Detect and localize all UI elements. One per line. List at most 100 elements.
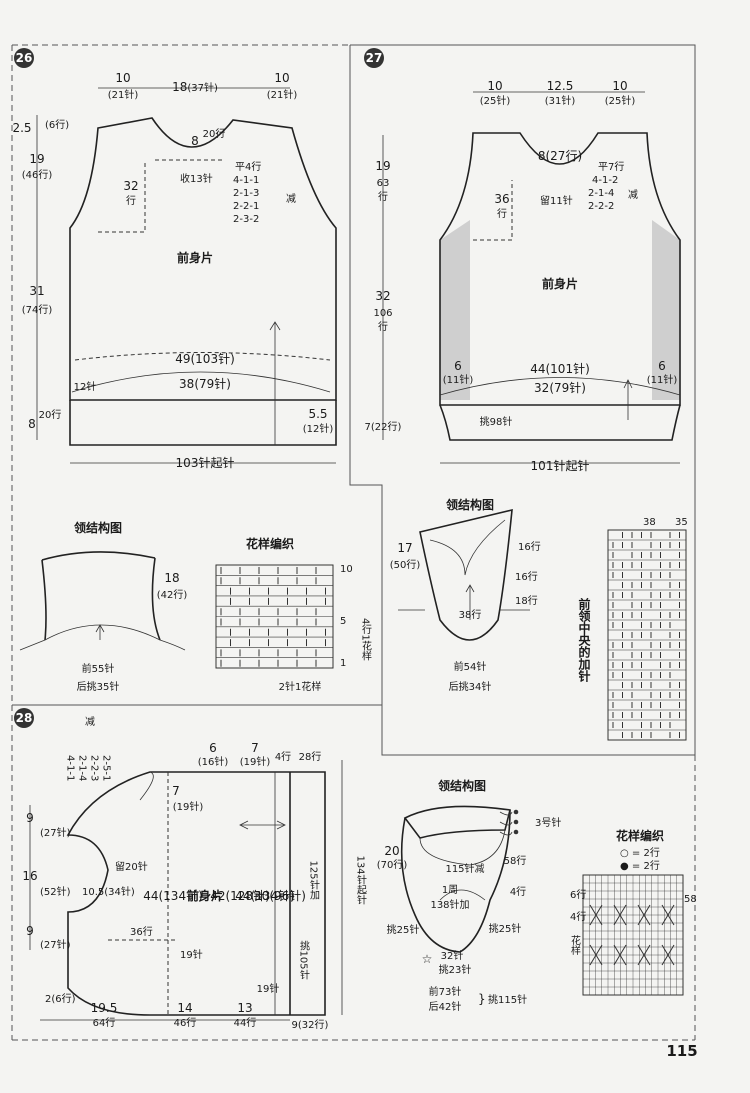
pattern-26-stitch-chart: 花样编织 10 5 1 4行1花样 2针1花样	[215, 536, 372, 693]
left-a-st: (27针)	[40, 826, 71, 839]
pattern-26-collar: 领结构图 18 (42行) 前55针 后挑35针	[19, 520, 188, 693]
height-44b: 44(134针)	[235, 888, 295, 903]
dim-left-c-st: (74行)	[22, 303, 53, 316]
top-7-st: (19针)	[240, 755, 271, 768]
dim-left-c: 31	[29, 284, 44, 298]
dim-top-center-st: (31针)	[545, 94, 576, 107]
left-c: 9	[26, 924, 34, 938]
svg-text:2-3-2: 2-3-2	[233, 214, 259, 225]
pick-105: 挑105针	[298, 939, 310, 980]
width-38: 38(79针)	[179, 376, 231, 391]
chart-row-10: 10	[340, 564, 353, 575]
collar-back: 后挑35针	[77, 680, 120, 693]
bottom-d: 9(32行)	[292, 1018, 329, 1031]
grid-line	[661, 944, 675, 966]
dim-top-center: 18	[172, 80, 187, 94]
grid-line	[661, 904, 675, 926]
st-19: 19针	[180, 948, 203, 961]
grid-line	[589, 904, 603, 926]
dim-left-b: 19	[29, 152, 44, 166]
left-b-st: (52针)	[40, 885, 71, 898]
decrease-sequence-26: 平4行 4-1-1 2-1-3 2-2-1 2-3-2 减	[233, 160, 296, 225]
chart-row-1: 1	[340, 658, 346, 669]
st-19-bottom: 19针	[257, 982, 280, 995]
collar-front: 前73针	[429, 985, 462, 998]
collar-back: 后挑34针	[449, 680, 492, 693]
left-a: 9	[26, 811, 34, 825]
dim-top-left: 10	[487, 79, 502, 93]
grid-line	[637, 904, 651, 926]
left-c-st: (27针)	[40, 938, 71, 951]
chart-6rows: 6行	[570, 888, 586, 901]
neck-width: 10.5(34针)	[82, 885, 135, 898]
svg-text:2-1-4: 2-1-4	[588, 188, 614, 199]
pattern-28-schematic: 28 4-1-1 2-1-4 2-2-3 2-5-1 减 6 (16针) 7 (…	[14, 708, 367, 1031]
side-stitches: 12针	[74, 380, 97, 393]
pattern-28-stitch-chart: 花样编织 ○ = 2行 ● = 2行 6行 4行 花样 58	[569, 828, 697, 996]
badge-26: 26	[16, 51, 33, 65]
top-6: 6	[209, 741, 217, 755]
pattern-28-collar: 领结构图 3号针 20 (70行) 115针减 58行 1周 138针加 4行 …	[377, 778, 562, 1013]
svg-text:4-1-2: 4-1-2	[592, 175, 618, 186]
dim-left-a-unit: 行	[378, 190, 388, 203]
collar-17-rows: (50行)	[390, 558, 421, 571]
dim-left-b: 32	[375, 289, 390, 303]
badge-28: 28	[16, 711, 33, 725]
rows-38: 38行	[459, 608, 482, 621]
bottom-left: 2(6行)	[45, 992, 76, 1005]
side-left-st: (11针)	[443, 373, 474, 386]
neck-depth: 36	[494, 192, 509, 206]
neck-keep: 留20针	[115, 860, 148, 873]
collar-title: 领结构图	[74, 520, 122, 535]
collar-front: 前54针	[454, 660, 487, 673]
dim-left-b-st: (46行)	[22, 168, 53, 181]
svg-text:2-2-3: 2-2-3	[89, 755, 100, 781]
chart-col-38: 38	[643, 517, 656, 528]
legend-filled: ● = 2行	[620, 859, 660, 872]
dim-top-center: 12.5	[547, 79, 574, 93]
neck-depth-unit: 行	[497, 207, 507, 220]
top-7: 7	[251, 741, 259, 755]
brace-icon: }	[478, 992, 486, 1006]
collar-title: 领结构图	[446, 497, 494, 512]
pattern-27-collar: 领结构图 17 (50行) 16行 16行 18行 38行 前54针 后挑34针	[390, 497, 541, 693]
height-44a: 44(134针)	[143, 888, 203, 903]
side-right: 6	[658, 359, 666, 373]
neck-height: 20行	[203, 127, 226, 140]
grid-line	[613, 944, 627, 966]
page-number: 115	[666, 1042, 697, 1060]
st-32: 32针	[441, 949, 464, 962]
collar-height-rows: (42行)	[157, 588, 188, 601]
dim-left-d-st: 20行	[39, 408, 62, 421]
piece-title-front: 前身片	[542, 276, 578, 291]
pick-25-left: 挑25针	[387, 923, 420, 936]
chart-col-35: 35	[675, 517, 688, 528]
svg-text:减: 减	[628, 189, 638, 201]
rows-16b: 16行	[515, 570, 538, 583]
left-7: 7	[172, 784, 180, 798]
decrease-sequence-27: 平7行 4-1-2 2-1-4 2-2-2 减	[588, 160, 638, 212]
dim-top-right-st: (21针)	[267, 88, 298, 101]
collar-20: 20	[384, 844, 399, 858]
svg-text:2-2-2: 2-2-2	[588, 201, 614, 212]
neck-bind-off: 收13针	[180, 172, 213, 185]
dim-top-left-st: (21针)	[108, 88, 139, 101]
cast-on: 101针起针	[531, 458, 590, 473]
svg-text:4-1-1: 4-1-1	[65, 755, 76, 781]
rows-18: 18行	[515, 594, 538, 607]
dim-left-d: 8	[28, 417, 36, 431]
round-2: 138针加	[430, 898, 469, 911]
grid-line	[613, 904, 627, 926]
dim-top-right-st: (25针)	[605, 94, 636, 107]
cast-on: 103针起针	[176, 455, 235, 470]
collar-20-rows: (70行)	[377, 858, 408, 871]
svg-text:平4行: 平4行	[235, 160, 261, 173]
collar-back: 后42针	[429, 1000, 462, 1013]
legend-open: ○ = 2行	[620, 846, 660, 859]
rib-right: 5.5	[308, 407, 327, 421]
pattern-26-schematic: 26 10 (21针) 18(37针) 10 (21针) 2.5 (6行) 19…	[12, 48, 337, 470]
bottom-c-rows: 44行	[234, 1016, 257, 1029]
dim-top-left-st: (25针)	[480, 94, 511, 107]
bottom-c: 13	[237, 1001, 252, 1015]
